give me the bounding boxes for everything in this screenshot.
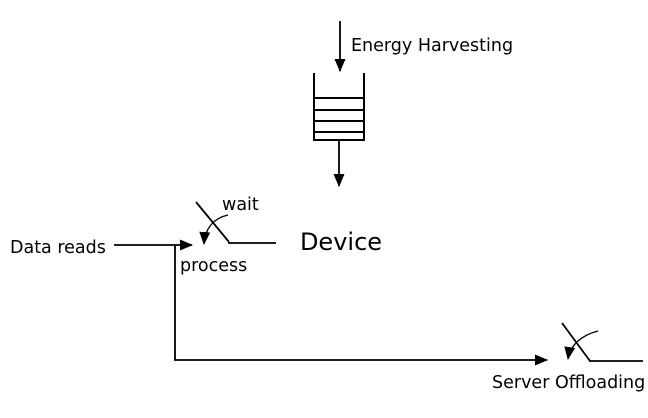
energy-harvesting-label: Energy Harvesting: [351, 36, 513, 56]
device-box: [276, 189, 401, 297]
server-offload-switch-icon: [561, 322, 643, 362]
data-reads-label: Data reads: [10, 238, 106, 258]
offload-branch-line: [174, 245, 548, 366]
process-wait-switch-icon: [195, 201, 276, 245]
process-label: process: [180, 256, 247, 276]
server-offloading-label: Server Offloading: [492, 373, 645, 393]
device-label: Device: [300, 228, 382, 256]
energy-queue: [313, 73, 365, 141]
wait-label: wait: [222, 195, 259, 215]
